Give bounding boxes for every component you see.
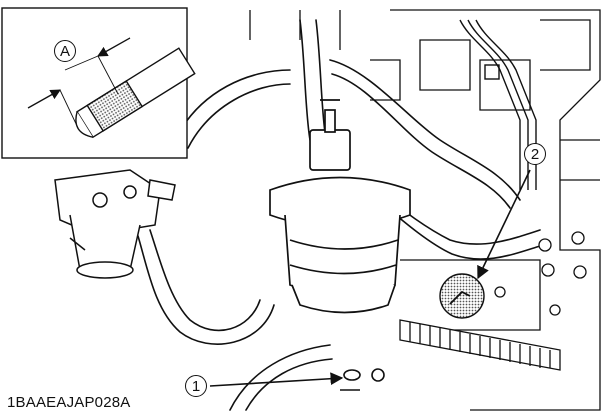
leader-arrow-2 (477, 169, 531, 280)
fuel-hoses (137, 19, 541, 411)
callout-2: 2 (524, 143, 546, 165)
callout-1: 1 (185, 375, 207, 397)
drain-plug-location-2 (439, 273, 485, 319)
left-pump-assembly (54, 169, 176, 279)
metal-fuel-pipes (459, 19, 537, 190)
hose-detail (75, 47, 196, 139)
fuel-filter-bowl (269, 99, 411, 314)
corrugated-tube (399, 319, 561, 371)
engine-block-background (249, 9, 601, 411)
callout-a: A (54, 40, 76, 62)
mounting-bolts (494, 231, 587, 316)
hose-clamp-1 (340, 368, 385, 391)
figure-code: 1BAAEAJAP028A (4, 394, 134, 412)
detail-inset (1, 7, 196, 159)
leader-arrow-1 (209, 372, 344, 387)
